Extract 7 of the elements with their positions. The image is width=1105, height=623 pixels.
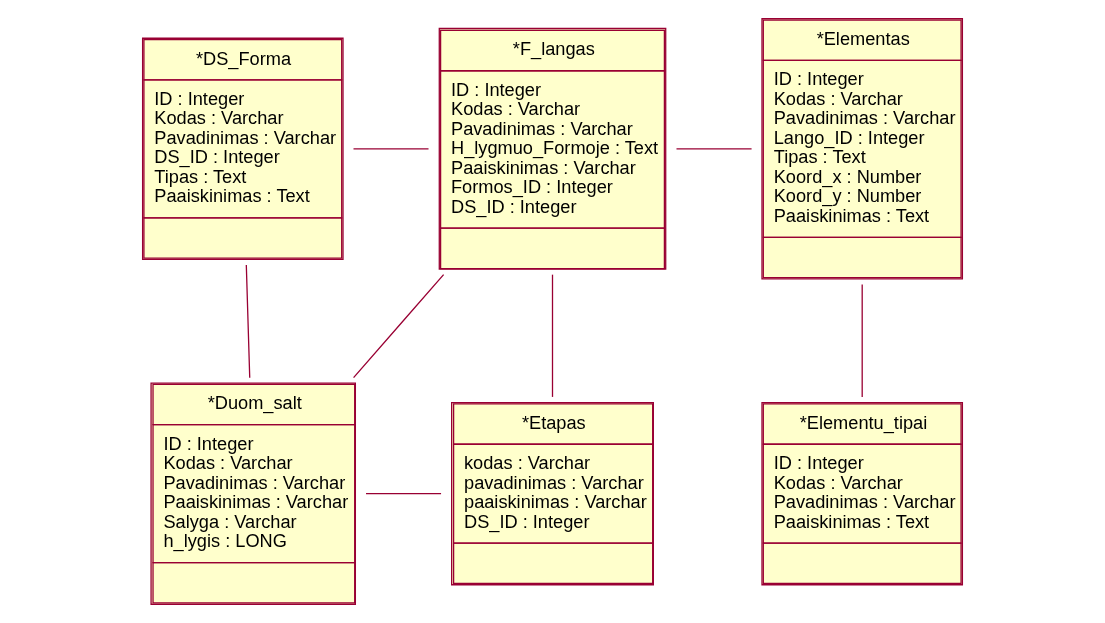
- connector: [352, 148, 430, 150]
- connector: [352, 274, 445, 379]
- connector: [861, 283, 863, 398]
- connector: [551, 274, 554, 398]
- connector: [245, 264, 251, 379]
- connector: [675, 148, 753, 150]
- connector: [365, 493, 442, 495]
